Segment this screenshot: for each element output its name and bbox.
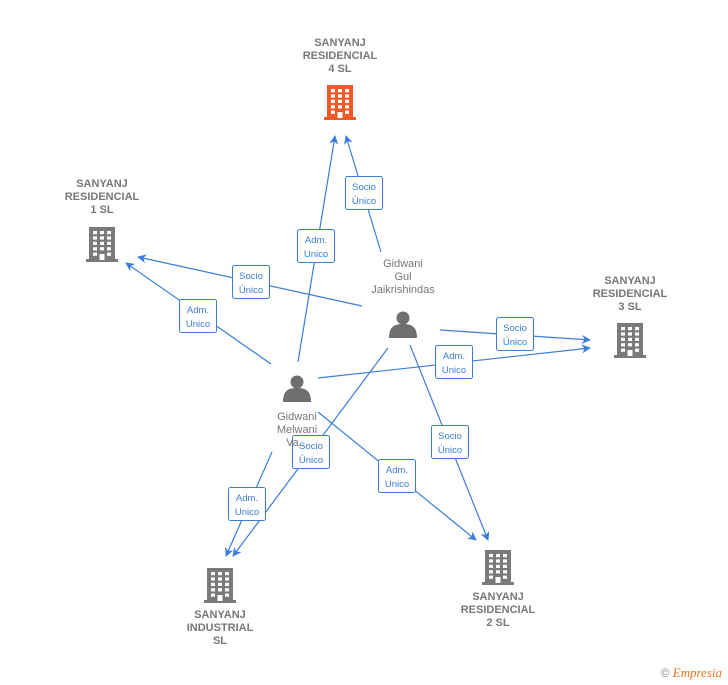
edge-label-box: [232, 265, 270, 299]
edge-label-box: [292, 435, 330, 469]
edge-label-text: Único: [438, 445, 462, 456]
edge-label-text: Socio: [299, 441, 323, 452]
edge-label-text: Unico: [186, 319, 210, 330]
edge-label-text: Único: [239, 285, 263, 296]
node-label-line: RESIDENCIAL: [593, 288, 668, 300]
edge-p2-c1: Adm. Unico: [125, 262, 272, 365]
edge-label[interactable]: Adm. Unico: [378, 459, 416, 493]
node-label-line: 4 SL: [328, 63, 352, 75]
person-icon: [389, 311, 417, 338]
edge-label-text: Socio: [352, 182, 376, 193]
person-icon: [283, 375, 311, 402]
building-icon: [204, 568, 236, 603]
edge-label-text: Socio: [438, 431, 462, 442]
edge-label-text: Unico: [235, 507, 259, 518]
node-label-line: Gul: [394, 271, 411, 283]
building-icon: [482, 550, 514, 585]
edge-label-box: [228, 487, 266, 521]
node-label-line: RESIDENCIAL: [65, 191, 140, 203]
node-label-line: RESIDENCIAL: [303, 50, 378, 62]
edge-label-text: Adm.: [386, 465, 408, 476]
edge-label-text: Adm.: [187, 305, 209, 316]
node-label-line: SANYANJ: [194, 609, 246, 621]
node-label-line: RESIDENCIAL: [461, 604, 536, 616]
edge-label-box: [297, 229, 335, 263]
brand-logo-text[interactable]: Empresia: [672, 665, 722, 680]
edge-label-text: Unico: [304, 249, 328, 260]
person-node-p2[interactable]: GidwaniMelwaniVa...: [277, 375, 317, 450]
edge-p2-c3: Adm. Unico: [317, 344, 591, 379]
edge-label-box: [179, 299, 217, 333]
edge-label-text: Único: [352, 196, 376, 207]
edge-label-box: [435, 345, 473, 379]
edge-label[interactable]: Adm. Unico: [435, 345, 473, 379]
edge-label-box: [496, 317, 534, 351]
building-icon: [614, 323, 646, 358]
edge-label-text: Socio: [503, 323, 527, 334]
edge-label[interactable]: Adm. Unico: [228, 487, 266, 521]
edge-label-text: Único: [299, 455, 323, 466]
node-label-line: 2 SL: [486, 617, 510, 629]
node-label-line: Va...: [286, 437, 308, 449]
building-icon: [86, 227, 118, 262]
node-label-line: SANYANJ: [604, 275, 656, 287]
building-icon: [324, 85, 356, 120]
edge-p2-ci: Adm. Unico: [225, 451, 273, 557]
edge-label-box: [345, 176, 383, 210]
copyright-symbol: ©: [660, 666, 670, 680]
edge-label-text: Adm.: [443, 351, 465, 362]
edge-label[interactable]: Adm. Unico: [179, 299, 217, 333]
edge-p2-c4: Adm. Unico: [297, 135, 339, 363]
node-label-line: SANYANJ: [76, 178, 128, 190]
edge-label-box: [378, 459, 416, 493]
node-label-line: 3 SL: [618, 301, 642, 313]
edge-label-text: Unico: [442, 365, 466, 376]
edge-label-text: Unico: [385, 479, 409, 490]
edge-p2-c2: Adm. Unico: [317, 411, 477, 541]
edge-label[interactable]: Adm. Unico: [297, 229, 335, 263]
node-label-line: Gidwani: [277, 411, 317, 423]
node-label-line: 1 SL: [90, 204, 114, 216]
node-label-line: Jaikrishindas: [371, 284, 435, 296]
edge-label-box: [431, 425, 469, 459]
node-label-line: SANYANJ: [472, 591, 524, 603]
node-label-line: SL: [213, 635, 227, 647]
edge-label-text: Socio: [239, 271, 263, 282]
node-label-line: Gidwani: [383, 258, 423, 270]
edge-label-text: Adm.: [305, 235, 327, 246]
edge-label-text: Único: [503, 337, 527, 348]
node-label-line: INDUSTRIAL: [187, 622, 254, 634]
node-label-line: SANYANJ: [314, 37, 366, 49]
node-label-line: Melwani: [277, 424, 317, 436]
footer-credit: © Empresia: [660, 665, 722, 681]
edge-label-text: Adm.: [236, 493, 258, 504]
